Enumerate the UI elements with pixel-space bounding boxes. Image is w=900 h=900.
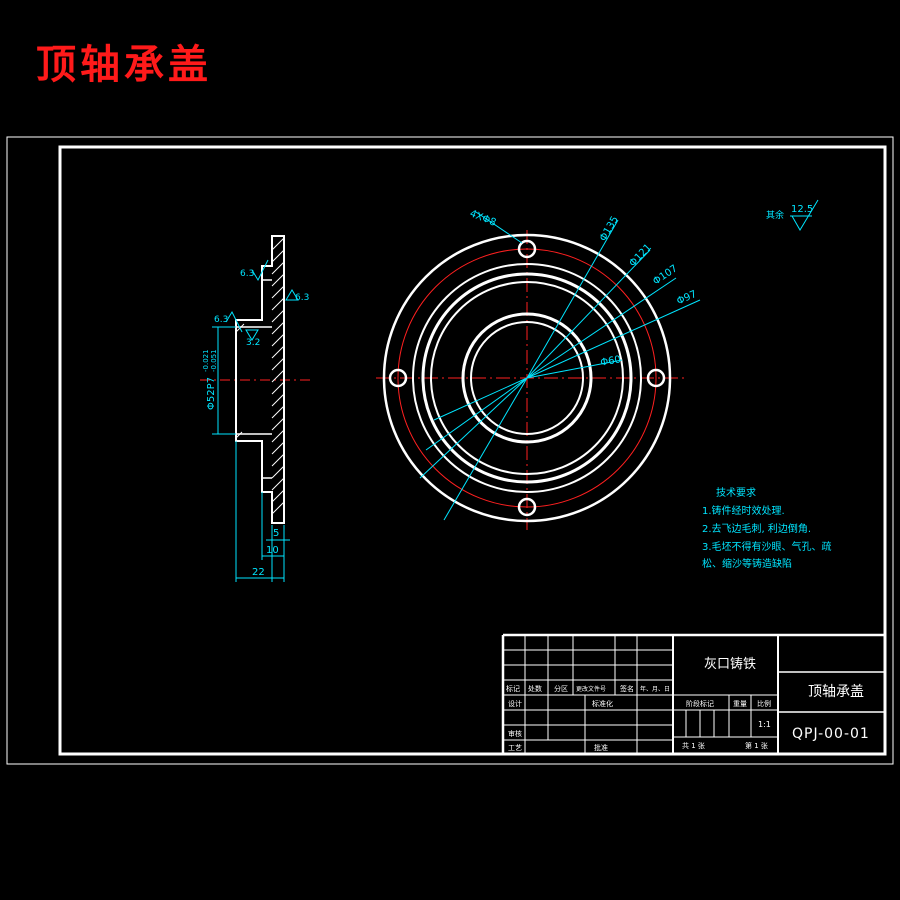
scale-value: 1:1 [758, 720, 771, 729]
title-block-text: 灰口铸铁 顶轴承盖 QPJ-00-01 标记 处数 分区 更改文件号 签名 年、… [506, 656, 870, 752]
ra-top: 6.3 [240, 269, 254, 279]
row-label-5: 年、月、日 [640, 685, 670, 693]
roughness-value: 12.5 [791, 204, 813, 215]
bolt-hole-top [517, 239, 537, 259]
drawing-title: 顶轴承盖 [36, 41, 212, 88]
ra-mid: 6.3 [295, 293, 309, 303]
row-label-0: 标记 [506, 684, 520, 693]
inner-frame [58, 145, 887, 756]
bolt-hole-left [388, 368, 408, 388]
bore-tol-lower: -0.051 [210, 349, 218, 372]
row-label-1: 处数 [528, 684, 542, 693]
scale-label: 比例 [757, 699, 771, 708]
tech-item-4: 松、缩沙等铸造缺陷 [702, 557, 792, 570]
ra-left: 6.3 [214, 315, 228, 325]
approve-label: 批准 [594, 743, 608, 752]
drawing-number: QPJ-00-01 [792, 726, 870, 742]
standard-label: 标准化 [592, 699, 613, 708]
tech-item-2: 2.去飞边毛刺, 利边倒角. [702, 523, 811, 535]
sheet-number: 第 1 张 [745, 741, 768, 750]
side-view: 6.3 6.3 6.3 3.2 Φ52P7 -0.021 -0.051 5 10… [200, 235, 310, 582]
dim-5: 5 [273, 528, 279, 539]
bore-dim: Φ52P7 [206, 377, 217, 410]
row-label-4: 签名 [620, 684, 634, 693]
roughness-label: 其余 [766, 209, 784, 221]
tech-requirements: 技术要求 1.铸件经时效处理. 2.去飞边毛刺, 利边倒角. 3.毛坯不得有沙眼… [702, 486, 832, 570]
side-profile [235, 235, 285, 524]
tech-item-3: 3.毛坯不得有沙眼、气孔、疏 [702, 540, 832, 553]
material: 灰口铸铁 [704, 656, 756, 672]
sheets-total: 共 1 张 [682, 741, 705, 750]
bolt-hole-right [646, 368, 666, 388]
front-view: 4XΦ8 Φ135 Φ121 Φ107 Φ97 Φ60 [376, 208, 701, 530]
outer-flange-circle [382, 233, 672, 523]
title-block [501, 633, 885, 754]
process-label: 工艺 [508, 744, 522, 752]
dim-holes: 4XΦ8 [468, 208, 498, 228]
tech-heading: 技术要求 [716, 486, 756, 499]
section-hatching [235, 237, 285, 515]
ra-inner: 3.2 [246, 338, 260, 348]
part-name: 顶轴承盖 [808, 684, 864, 700]
dim-121: Φ121 [627, 242, 654, 269]
designer-label: 设计 [508, 699, 522, 708]
tech-item-1: 1.铸件经时效处理. [702, 504, 785, 517]
dim-97: Φ97 [675, 289, 698, 307]
dim-10: 10 [266, 545, 279, 556]
dim-22: 22 [252, 567, 265, 578]
bolt-hole-bottom [517, 497, 537, 517]
roughness-other: 其余 12.5 [766, 199, 819, 231]
row-label-2: 分区 [554, 684, 568, 693]
dim-60: Φ60 [600, 354, 622, 368]
outer-frame [6, 136, 894, 765]
bore-tol-upper: -0.021 [202, 349, 210, 372]
dim-135: Φ135 [598, 214, 621, 243]
weight-label: 重量 [733, 700, 747, 708]
dim-107: Φ107 [651, 263, 680, 287]
row-label-3: 更改文件号 [576, 685, 606, 693]
review-label: 审核 [508, 729, 522, 738]
stage-label: 阶段标记 [686, 699, 714, 708]
bolt-circle [397, 248, 657, 508]
